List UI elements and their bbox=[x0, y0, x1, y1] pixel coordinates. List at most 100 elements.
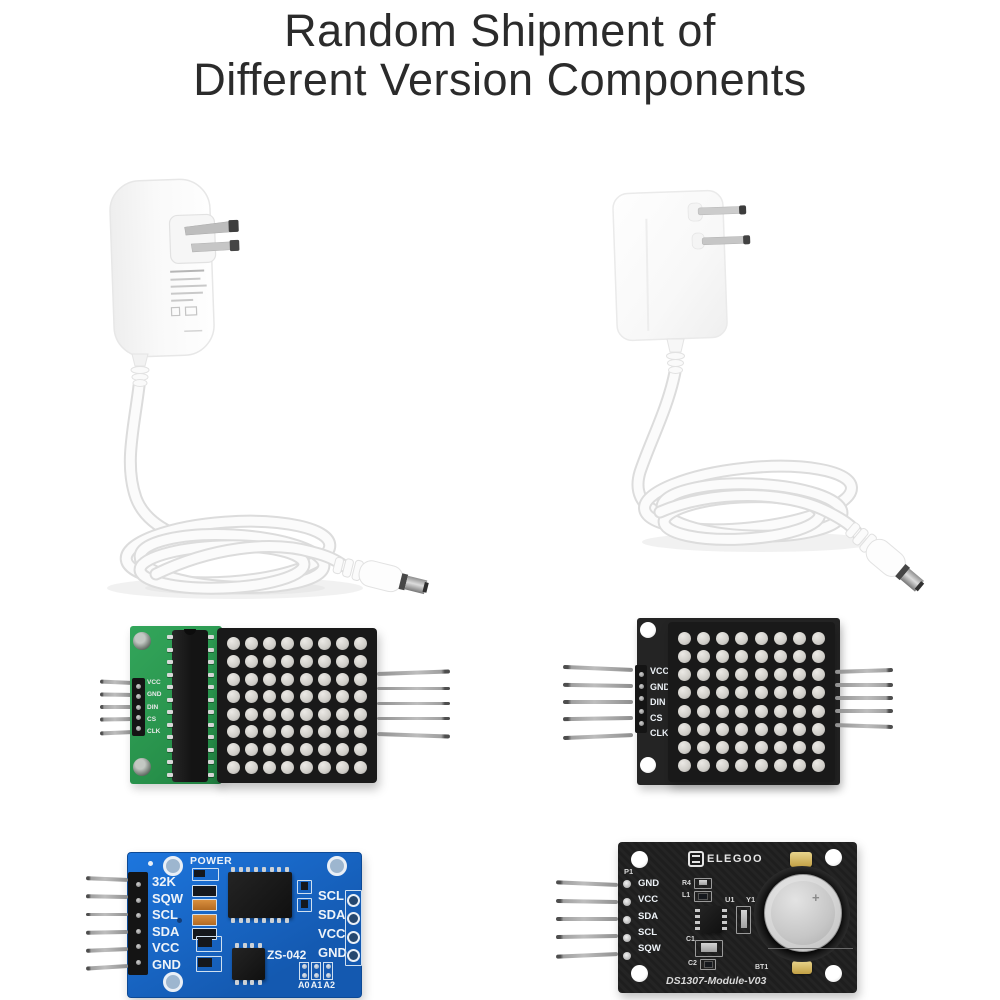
brand-logo: ELEGOO bbox=[688, 851, 763, 867]
led-dot bbox=[226, 760, 240, 774]
led-dot bbox=[354, 725, 368, 739]
ds3231-chip bbox=[228, 867, 292, 923]
pin-label: GND bbox=[638, 878, 660, 889]
elegoo-logo-icon bbox=[688, 851, 704, 867]
chip-legs-bottom bbox=[231, 918, 289, 923]
led-dot bbox=[281, 672, 295, 686]
pin bbox=[100, 705, 133, 709]
led-dot bbox=[697, 722, 711, 736]
led-dot bbox=[773, 759, 787, 773]
led-dot bbox=[735, 649, 749, 663]
pin bbox=[556, 917, 618, 921]
pin bbox=[834, 667, 894, 674]
dip-leg bbox=[208, 747, 214, 752]
led-dot bbox=[811, 668, 825, 682]
led-dot bbox=[263, 707, 277, 721]
led-dot bbox=[678, 704, 692, 718]
ic-leg bbox=[284, 867, 289, 872]
dip-leg bbox=[208, 735, 214, 740]
dc-connector bbox=[332, 556, 429, 595]
pad bbox=[623, 880, 631, 888]
capacitor bbox=[695, 940, 723, 957]
fiducial-dot bbox=[148, 861, 153, 866]
mounting-hole bbox=[631, 851, 648, 868]
pin-row-left bbox=[85, 876, 129, 971]
led-dot bbox=[226, 690, 240, 704]
pad bbox=[623, 952, 631, 960]
mounting-hole bbox=[640, 622, 656, 638]
led-dot bbox=[244, 637, 258, 651]
dip-leg bbox=[208, 710, 214, 715]
pin bbox=[562, 664, 634, 672]
mounting-hole bbox=[163, 972, 183, 992]
address-jumper-pads bbox=[299, 962, 333, 980]
led-dot bbox=[792, 668, 806, 682]
led-dot bbox=[678, 741, 692, 755]
led-dot bbox=[792, 741, 806, 755]
model-label: DS1307-Module-V03 bbox=[666, 975, 767, 987]
led-dot bbox=[754, 668, 768, 682]
dip-leg bbox=[208, 772, 214, 777]
pin bbox=[563, 700, 633, 704]
dip-leg bbox=[167, 735, 173, 740]
chip-legs-bottom bbox=[235, 980, 262, 985]
title-line-1: Random Shipment of bbox=[284, 5, 716, 56]
pin-label: GND bbox=[318, 945, 347, 960]
battery-polarity: + bbox=[812, 890, 820, 905]
dip-leg bbox=[167, 760, 173, 765]
dip-leg bbox=[167, 710, 173, 715]
led-dot bbox=[678, 649, 692, 663]
capacitor bbox=[297, 880, 312, 894]
ic-leg bbox=[257, 980, 262, 985]
through-hole bbox=[347, 912, 360, 926]
dc-connector bbox=[845, 522, 925, 592]
pin bbox=[85, 929, 129, 935]
led-dot bbox=[811, 741, 825, 755]
led-dot bbox=[811, 686, 825, 700]
designator-c2: C2 bbox=[688, 960, 697, 967]
max7219-chip bbox=[172, 629, 208, 782]
led-dot bbox=[716, 741, 730, 755]
ic-leg bbox=[254, 867, 259, 872]
led-dot bbox=[735, 704, 749, 718]
pin bbox=[562, 682, 634, 688]
title-line-2: Different Version Components bbox=[193, 54, 807, 105]
led-dot bbox=[281, 743, 295, 757]
ic-leg bbox=[238, 918, 243, 923]
pin-label: SDA bbox=[318, 907, 346, 922]
led-dot bbox=[678, 668, 692, 682]
led-dot bbox=[792, 704, 806, 718]
soic-leg bbox=[722, 915, 727, 918]
led-dot bbox=[697, 704, 711, 718]
led-dot bbox=[754, 722, 768, 736]
pin bbox=[835, 696, 893, 700]
designator-y1: Y1 bbox=[746, 895, 756, 904]
eeprom-chip bbox=[232, 943, 265, 985]
led-dot bbox=[336, 637, 350, 651]
pin-label: VCC bbox=[650, 666, 670, 676]
pin-label: A1 bbox=[310, 980, 323, 990]
led-dot bbox=[811, 759, 825, 773]
led-dot bbox=[336, 707, 350, 721]
dip-leg bbox=[208, 685, 214, 690]
led-dot bbox=[336, 743, 350, 757]
led-dot bbox=[354, 707, 368, 721]
dip-leg bbox=[208, 760, 214, 765]
dip-leg bbox=[167, 722, 173, 727]
model-label: ZS-042 bbox=[267, 948, 307, 962]
resistor bbox=[192, 899, 217, 911]
pin bbox=[99, 717, 134, 722]
dip-leg bbox=[208, 697, 214, 702]
designator-bt1: BT1 bbox=[755, 964, 769, 971]
power-label: POWER bbox=[190, 855, 233, 867]
led-dot bbox=[792, 649, 806, 663]
led-dot bbox=[263, 690, 277, 704]
led-dot bbox=[735, 722, 749, 736]
led-dot bbox=[792, 722, 806, 736]
led-dot bbox=[792, 759, 806, 773]
